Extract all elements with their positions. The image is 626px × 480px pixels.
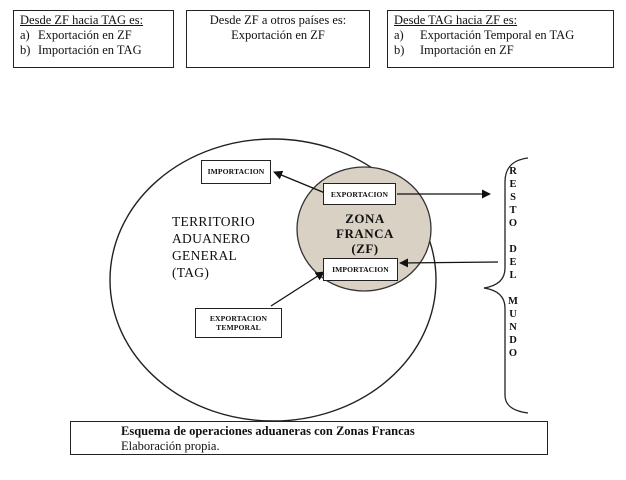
tag-label-line: ADUANERO	[172, 231, 251, 246]
rest-of-world-letter: O	[508, 218, 518, 229]
box-tag-temp-export-line1: EXPORTACION	[209, 314, 268, 323]
tag-label-line: TERRITORIO	[172, 214, 255, 229]
rest-of-world-letter: S	[510, 192, 516, 203]
rest-of-world-letter: O	[508, 348, 518, 359]
box-zf-export: EXPORTACION	[323, 183, 396, 205]
rest-of-world-letter: N	[509, 322, 517, 333]
rest-of-world-letter: D	[509, 335, 517, 346]
rest-of-world-letter: L	[509, 270, 517, 281]
caption-title: Esquema de operaciones aduaneras con Zon…	[121, 424, 415, 438]
box-tag-temp-export: EXPORTACION TEMPORAL	[195, 308, 282, 338]
tag-label-line: GENERAL	[172, 248, 238, 263]
arrow-zf-export-to-tag-import	[273, 170, 326, 194]
box-zf-to-other-countries: Desde ZF a otros países es: Exportación …	[186, 10, 370, 68]
rest-of-world-letter: E	[509, 179, 517, 190]
box-zf-import-label: IMPORTACION	[332, 265, 389, 274]
list-marker: b)	[394, 43, 405, 57]
list-marker: a)	[20, 28, 30, 42]
rest-of-world-brace	[483, 157, 529, 414]
rest-of-world-letter	[506, 231, 520, 244]
list-item: a) Exportación Temporal en TAG	[394, 28, 607, 43]
box-zf-to-other-heading: Desde ZF a otros países es:	[209, 13, 347, 27]
rest-of-world-letter: E	[509, 257, 517, 268]
list-text: Exportación en ZF	[38, 28, 132, 42]
box-zf-to-other-line: Exportación en ZF	[231, 28, 325, 42]
list-text: Exportación Temporal en TAG	[420, 28, 575, 42]
tag-label: TERRITORIO ADUANERO GENERAL (TAG)	[172, 213, 255, 281]
rest-of-world-letter: M	[508, 296, 518, 307]
zf-label: ZONA FRANCA (ZF)	[326, 211, 404, 256]
box-zf-export-label: EXPORTACION	[330, 190, 389, 199]
list-text: Importación en ZF	[420, 43, 514, 57]
rest-of-world-letter: U	[509, 309, 517, 320]
list-item: b) Importación en ZF	[394, 43, 607, 58]
box-zf-import: IMPORTACION	[323, 258, 398, 281]
box-zf-to-tag-heading: Desde ZF hacia TAG es:	[20, 13, 144, 27]
list-item: a) Exportación en ZF	[20, 28, 167, 43]
box-tag-to-zf-heading: Desde TAG hacia ZF es:	[394, 13, 518, 27]
rest-of-world-letter	[506, 283, 520, 296]
rest-of-world-letter: T	[509, 205, 517, 216]
zf-label-line: ZONA	[345, 211, 385, 226]
box-tag-import: IMPORTACION	[201, 160, 271, 184]
zf-label-line: FRANCA	[336, 226, 394, 241]
zf-label-line: (ZF)	[351, 241, 379, 256]
arrow-world-to-zf-import	[399, 258, 499, 268]
box-tag-import-label: IMPORTACION	[207, 167, 265, 176]
rest-of-world-letter: D	[509, 244, 517, 255]
box-zf-to-tag: Desde ZF hacia TAG es: a) Exportación en…	[13, 10, 174, 68]
rest-of-world-letter: R	[509, 166, 517, 177]
caption-box: Esquema de operaciones aduaneras con Zon…	[70, 421, 548, 455]
tag-label-line: (TAG)	[172, 265, 210, 280]
caption-source: Elaboración propia.	[121, 439, 220, 453]
list-item: b) Importación en TAG	[20, 43, 167, 58]
list-marker: a)	[394, 28, 404, 42]
list-marker: b)	[20, 43, 31, 57]
box-tag-to-zf: Desde TAG hacia ZF es: a) Exportación Te…	[387, 10, 614, 68]
list-text: Importación en TAG	[38, 43, 142, 57]
box-tag-temp-export-line2: TEMPORAL	[216, 323, 261, 332]
arrow-tag-temp-export-to-zf-import	[270, 271, 325, 307]
